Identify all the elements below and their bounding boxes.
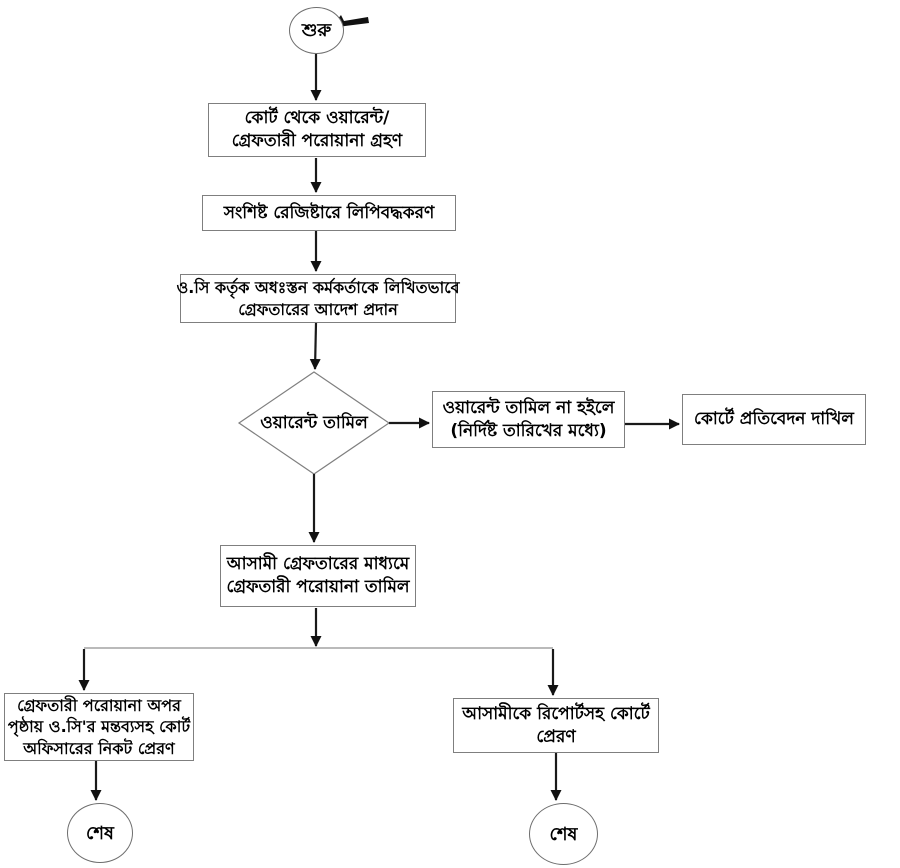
node-label: (নির্দিষ্ট তারিখের মধ্যে) [450, 420, 607, 441]
flow-node-end-right: শেষ [529, 803, 598, 865]
node-label: গ্রেফতারী পরোয়ানা অপর [17, 695, 181, 715]
node-label: আসামীকে রিপোর্টসহ কোর্টে [462, 703, 650, 724]
flow-node-start: শুরু [289, 7, 344, 54]
node-label: গ্রেফতারী পরোয়ানা গ্রহণ [231, 131, 403, 151]
node-label: আসামী গ্রেফতারের মাধ্যমে [226, 554, 410, 574]
flow-node-send-warrant-back: গ্রেফতারী পরোয়ানা অপর পৃষ্ঠায় ও.সি'র ম… [4, 693, 194, 761]
node-label: প্রেরণ [536, 726, 576, 747]
flow-node-oc-order: ও.সি কর্তৃক অধঃস্তন কর্মকর্তাকে লিখিতভাব… [176, 274, 460, 323]
node-label: ওয়ারেন্ট তামিল [260, 412, 368, 433]
node-label: গ্রেফতারের আদেশ প্রদান [238, 299, 398, 319]
flow-node-register-entry: সংশিষ্ট রেজিষ্টারে লিপিবদ্ধকরণ [202, 195, 456, 231]
flow-node-receive-warrant: কোর্ট থেকে ওয়ারেন্ট/ গ্রেফতারী পরোয়ানা… [208, 103, 426, 157]
flow-node-not-executed: ওয়ারেন্ট তামিল না হইলে (নির্দিষ্ট তারিখ… [432, 391, 625, 448]
node-label: সংশিষ্ট রেজিষ্টারে লিপিবদ্ধকরণ [223, 202, 435, 223]
flow-node-arrest-execute: আসামী গ্রেফতারের মাধ্যমে গ্রেফতারী পরোয়… [220, 545, 416, 607]
flow-node-send-accused: আসামীকে রিপোর্টসহ কোর্টে প্রেরণ [453, 698, 659, 753]
flow-node-decision: ওয়ারেন্ট তামিল [244, 410, 384, 436]
flow-node-end-left: শেষ [67, 803, 133, 863]
node-label: শেষ [549, 823, 578, 845]
node-label: অফিসারের নিকট প্রেরণ [23, 738, 175, 758]
node-label: শুরু [301, 20, 332, 41]
connector-ocorder-to-decision [309, 322, 321, 370]
node-label: ওয়ারেন্ট তামিল না হইলে [442, 397, 615, 418]
node-label: গ্রেফতারী পরোয়ানা তামিল [226, 577, 410, 597]
node-label: ও.সি কর্তৃক অধঃস্তন কর্মকর্তাকে লিখিতভাব… [176, 277, 460, 297]
node-label: পৃষ্ঠায় ও.সি'র মন্তব্যসহ কোর্ট [7, 717, 191, 737]
flow-node-court-report: কোর্টে প্রতিবেদন দাখিল [682, 394, 866, 445]
node-label: কোর্ট থেকে ওয়ারেন্ট/ [244, 108, 390, 128]
node-label: কোর্টে প্রতিবেদন দাখিল [694, 409, 854, 429]
node-label: শেষ [86, 822, 114, 844]
